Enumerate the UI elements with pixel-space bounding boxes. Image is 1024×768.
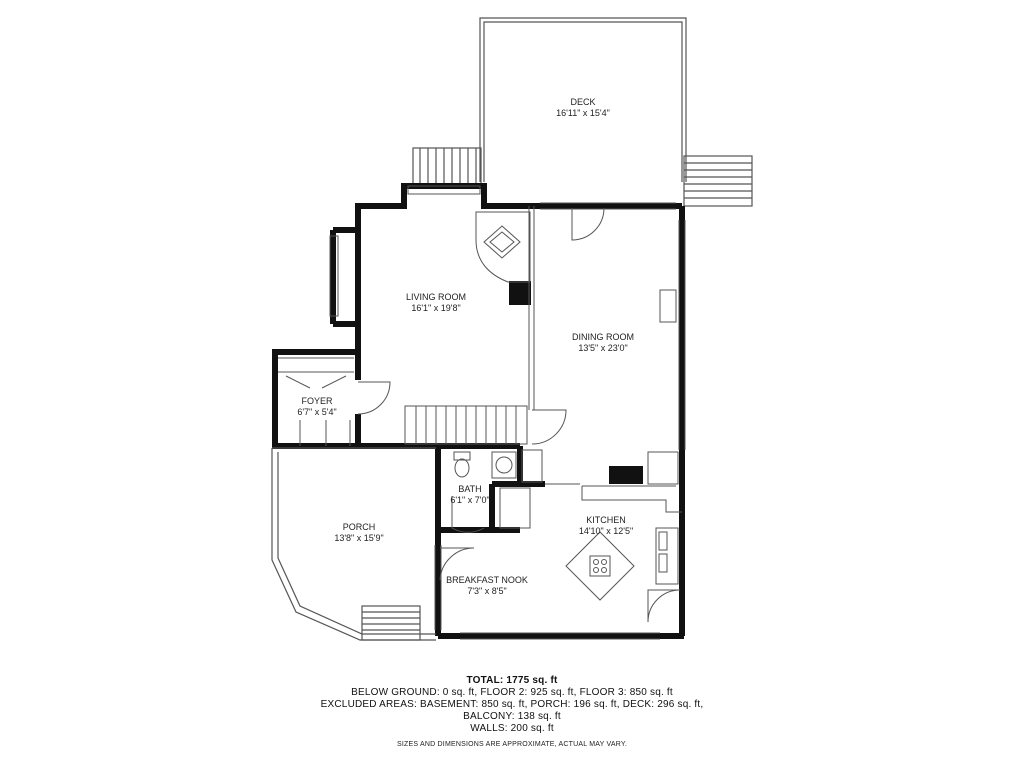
room-name-living-room: LIVING ROOM (406, 292, 466, 302)
room-dims-living-room: 16'1" x 19'8" (411, 303, 460, 313)
room-name-kitchen: KITCHEN (586, 515, 626, 525)
fireplace-block (609, 466, 643, 484)
total-area: TOTAL: 1775 sq. ft (466, 675, 558, 686)
area-breakdown-line-1: BELOW GROUND: 0 sq. ft, FLOOR 2: 925 sq.… (351, 687, 673, 698)
room-name-foyer: FOYER (301, 396, 333, 406)
room-name-breakfast-nook: BREAKFAST NOOK (446, 575, 528, 585)
area-breakdown-line-4: WALLS: 200 sq. ft (470, 723, 554, 734)
doors (299, 207, 681, 623)
room-labels: DECK 16'11" x 15'4" LIVING ROOM 16'1" x … (297, 97, 634, 596)
room-dims-porch: 13'8" x 15'9" (334, 533, 383, 543)
room-dims-deck: 16'11" x 15'4" (556, 108, 610, 118)
room-dims-bath: 6'1" x 7'0" (450, 495, 489, 505)
deck (412, 17, 753, 207)
room-dims-breakfast-nook: 7'3" x 8'5" (467, 586, 506, 596)
area-breakdown-line-2: EXCLUDED AREAS: BASEMENT: 850 sq. ft, PO… (320, 699, 704, 710)
room-name-dining-room: DINING ROOM (572, 332, 634, 342)
room-dims-foyer: 6'7" x 5'4" (297, 407, 336, 417)
walls (272, 183, 685, 639)
area-summary: TOTAL: 1775 sq. ft BELOW GROUND: 0 sq. f… (0, 675, 1024, 735)
porch (271, 447, 436, 641)
windows-and-partitions (278, 185, 686, 640)
fireplace-block (509, 281, 531, 305)
room-name-porch: PORCH (343, 522, 376, 532)
room-name-bath: BATH (458, 484, 481, 494)
room-name-deck: DECK (570, 97, 595, 107)
area-breakdown-line-3: BALCONY: 138 sq. ft (463, 711, 561, 722)
room-dims-dining-room: 13'5" x 23'0" (578, 343, 627, 353)
disclaimer: SIZES AND DIMENSIONS ARE APPROXIMATE, AC… (397, 741, 627, 748)
room-dims-kitchen: 14'10" x 12'5" (579, 526, 633, 536)
